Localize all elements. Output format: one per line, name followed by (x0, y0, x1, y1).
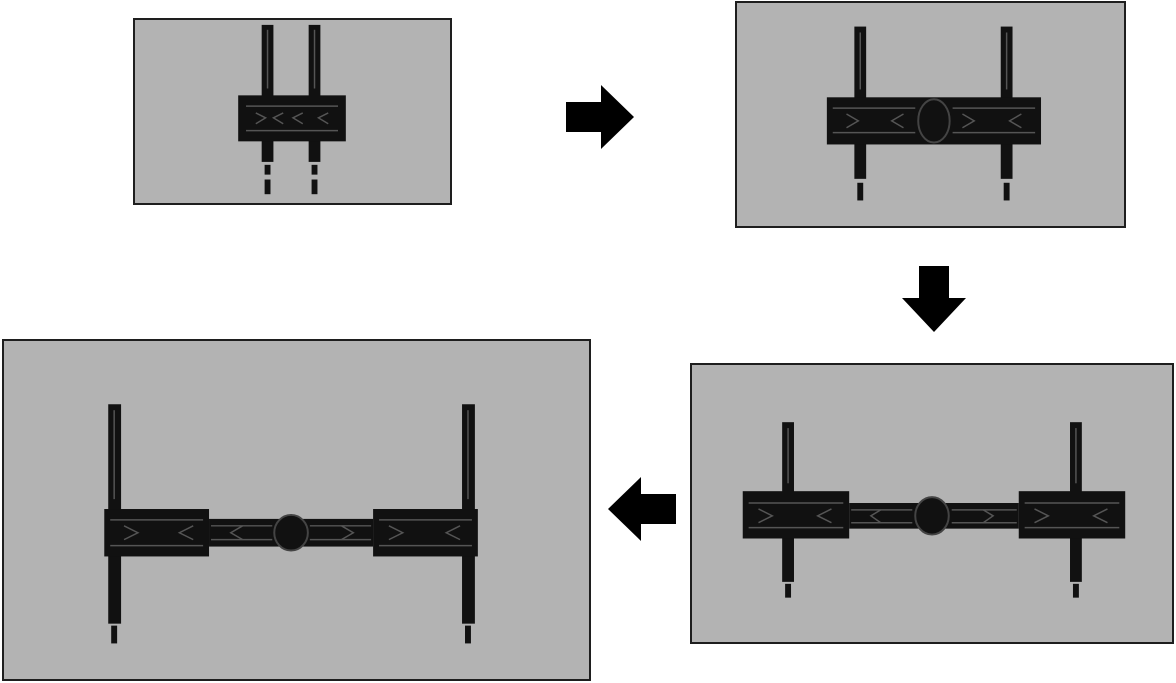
step-3-panel (690, 363, 1174, 644)
left-arrow-icon (608, 477, 676, 541)
step-1-panel (133, 18, 452, 205)
step-2-panel (735, 1, 1126, 228)
step-4-panel (2, 339, 591, 681)
down-arrow-icon (902, 266, 966, 332)
mount-wide (742, 422, 1126, 598)
mount-compact (238, 24, 346, 195)
right-arrow-icon (566, 85, 634, 149)
mount-expanded (826, 26, 1042, 201)
mount-full-extended (104, 404, 478, 644)
